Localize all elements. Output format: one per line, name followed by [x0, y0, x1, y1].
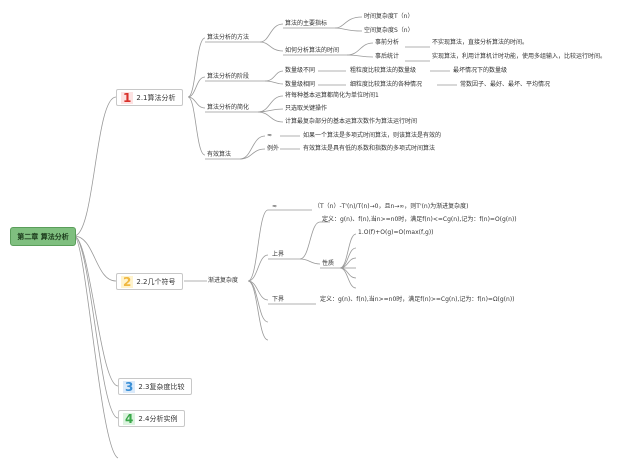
node-simplify-2[interactable]: 只选取关键操作 — [285, 105, 328, 112]
node-stages[interactable]: 算法分析的阶段 — [207, 73, 250, 80]
node-same-size[interactable]: 数量级相同 — [285, 81, 316, 88]
node-properties[interactable]: 性质 — [322, 260, 335, 267]
node-time-complexity[interactable]: 时间复杂度T（n） — [364, 13, 414, 20]
node-how-time[interactable]: 如何分析算法的时间 — [285, 47, 340, 54]
node-effective-exception[interactable]: 有效算法是具有低的系数和指数的多项式时间算法 — [303, 145, 436, 152]
node-lower-def[interactable]: 定义：g(n)、f(n),当n>=n0时，满足f(n)>=Cg(n),记为：f(… — [320, 296, 515, 303]
section-number-4: 4 — [123, 411, 136, 426]
node-post-desc[interactable]: 实现算法，利用计算机计时功能，使用多组输入，比较运行时间。 — [432, 53, 607, 60]
node-effective[interactable]: 有效算法 — [207, 151, 232, 158]
section-label: 2.1算法分析 — [136, 93, 176, 102]
section-label: 2.2几个符号 — [136, 277, 176, 286]
node-same-size-desc[interactable]: 细粒度比较算法的各种情况 — [350, 81, 423, 88]
node-asymptotic[interactable]: 渐进复杂度 — [208, 277, 239, 284]
node-upper-def[interactable]: 定义：g(n)、f(n),当n>=n0时，满足f(n)<=Cg(n),记为：f(… — [322, 216, 517, 223]
node-lower-bound[interactable]: 下界 — [272, 296, 285, 303]
node-property-1[interactable]: 1.O(f)+O(g)=O(max(f,g)) — [358, 229, 434, 236]
node-asym-definition[interactable]: （T（n）-T'(n)/T(n)→0，且n→∞，则T'(n)为渐进复杂度) — [314, 203, 469, 210]
node-post-stats[interactable]: 事后统计 — [375, 53, 400, 60]
node-space-complexity[interactable]: 空间复杂度S（n） — [364, 27, 414, 34]
root-node[interactable]: 第二章 算法分析 — [10, 227, 76, 246]
node-prior-analysis[interactable]: 事前分析 — [375, 39, 400, 46]
section-label: 2.3复杂度比较 — [138, 382, 185, 391]
node-diff-size-note[interactable]: 最坏情况下的数量级 — [453, 67, 508, 74]
node-diff-size[interactable]: 数量级不同 — [285, 67, 316, 74]
node-indicators[interactable]: 算法的主要指标 — [285, 20, 328, 27]
section-2-1[interactable]: 1 2.1算法分析 — [116, 89, 183, 106]
section-2-4[interactable]: 4 2.4分析实例 — [118, 410, 185, 427]
section-label: 2.4分析实例 — [138, 414, 178, 423]
section-number-3: 3 — [123, 379, 136, 394]
section-number-1: 1 — [121, 90, 134, 105]
node-same-size-note[interactable]: 常数因子、最好、最坏、平均情况 — [460, 81, 551, 88]
section-2-3[interactable]: 3 2.3复杂度比较 — [118, 378, 192, 395]
node-simplify-3[interactable]: 计算最复杂部分的基本运算次数作为算法运行时间 — [285, 118, 418, 125]
node-effective-exception-key[interactable]: 例外 — [267, 145, 280, 152]
section-number-2: 2 — [121, 274, 134, 289]
node-diff-size-desc[interactable]: 粗粒度比较算法的数量级 — [350, 67, 417, 74]
node-methods[interactable]: 算法分析的方法 — [207, 34, 250, 41]
node-effective-def[interactable]: 如果一个算法是多项式时间算法，则该算法是有效的 — [303, 132, 442, 139]
node-def-key[interactable]: ≈ — [272, 203, 278, 210]
section-2-2[interactable]: 2 2.2几个符号 — [116, 273, 183, 290]
node-simplify[interactable]: 算法分析的简化 — [207, 104, 250, 111]
node-upper-bound[interactable]: 上界 — [272, 251, 285, 258]
node-simplify-1[interactable]: 将每种基本运算都简化为单位时间1 — [285, 92, 379, 99]
node-prior-desc[interactable]: 不实现算法，直接分析算法的时间。 — [432, 39, 529, 46]
node-effective-def-key[interactable]: ≈ — [267, 132, 273, 139]
